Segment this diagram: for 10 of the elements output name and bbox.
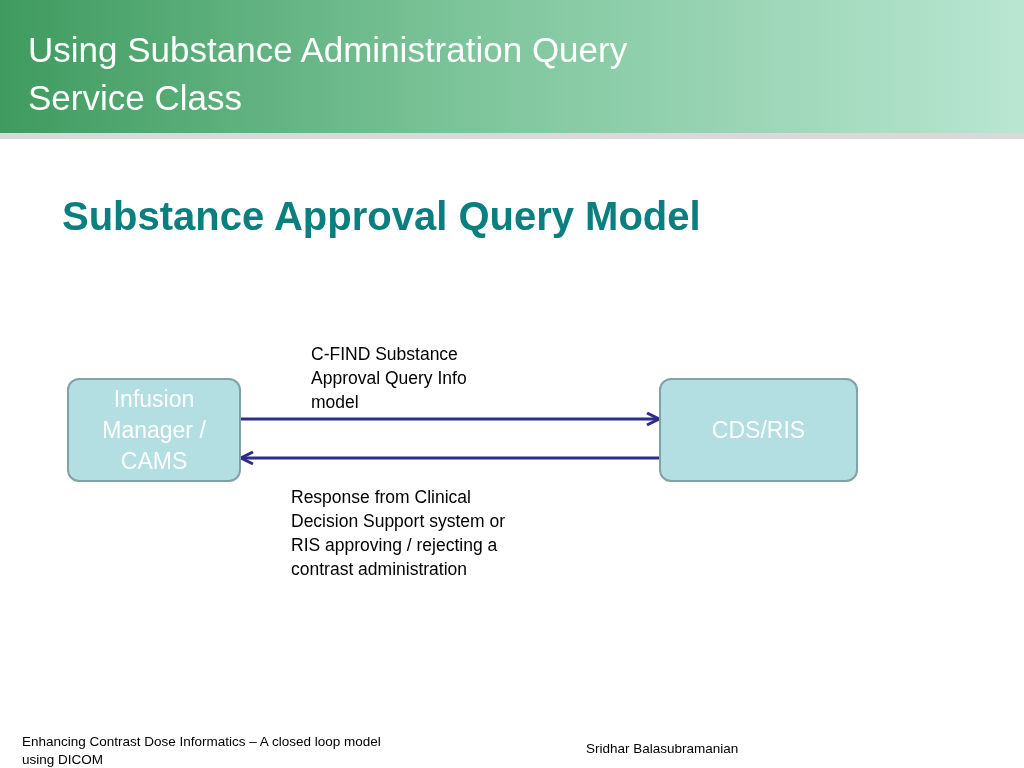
footer-text: Enhancing Contrast Dose Informatics – A closed loop model using DICOM bbox=[22, 733, 382, 768]
arrow bbox=[239, 450, 659, 466]
process-box bbox=[67, 378, 241, 482]
box-label: Infusion Manager / CAMS bbox=[101, 384, 207, 476]
subtitle: Substance Approval Query Model bbox=[62, 193, 702, 240]
box-label: CDS/RIS bbox=[711, 415, 806, 445]
arrow bbox=[241, 411, 661, 427]
slide-title: Using Substance Administration Query Service Class bbox=[28, 29, 629, 119]
process-box bbox=[659, 378, 858, 482]
author-name: Sridhar Balasubramanian bbox=[586, 740, 740, 758]
